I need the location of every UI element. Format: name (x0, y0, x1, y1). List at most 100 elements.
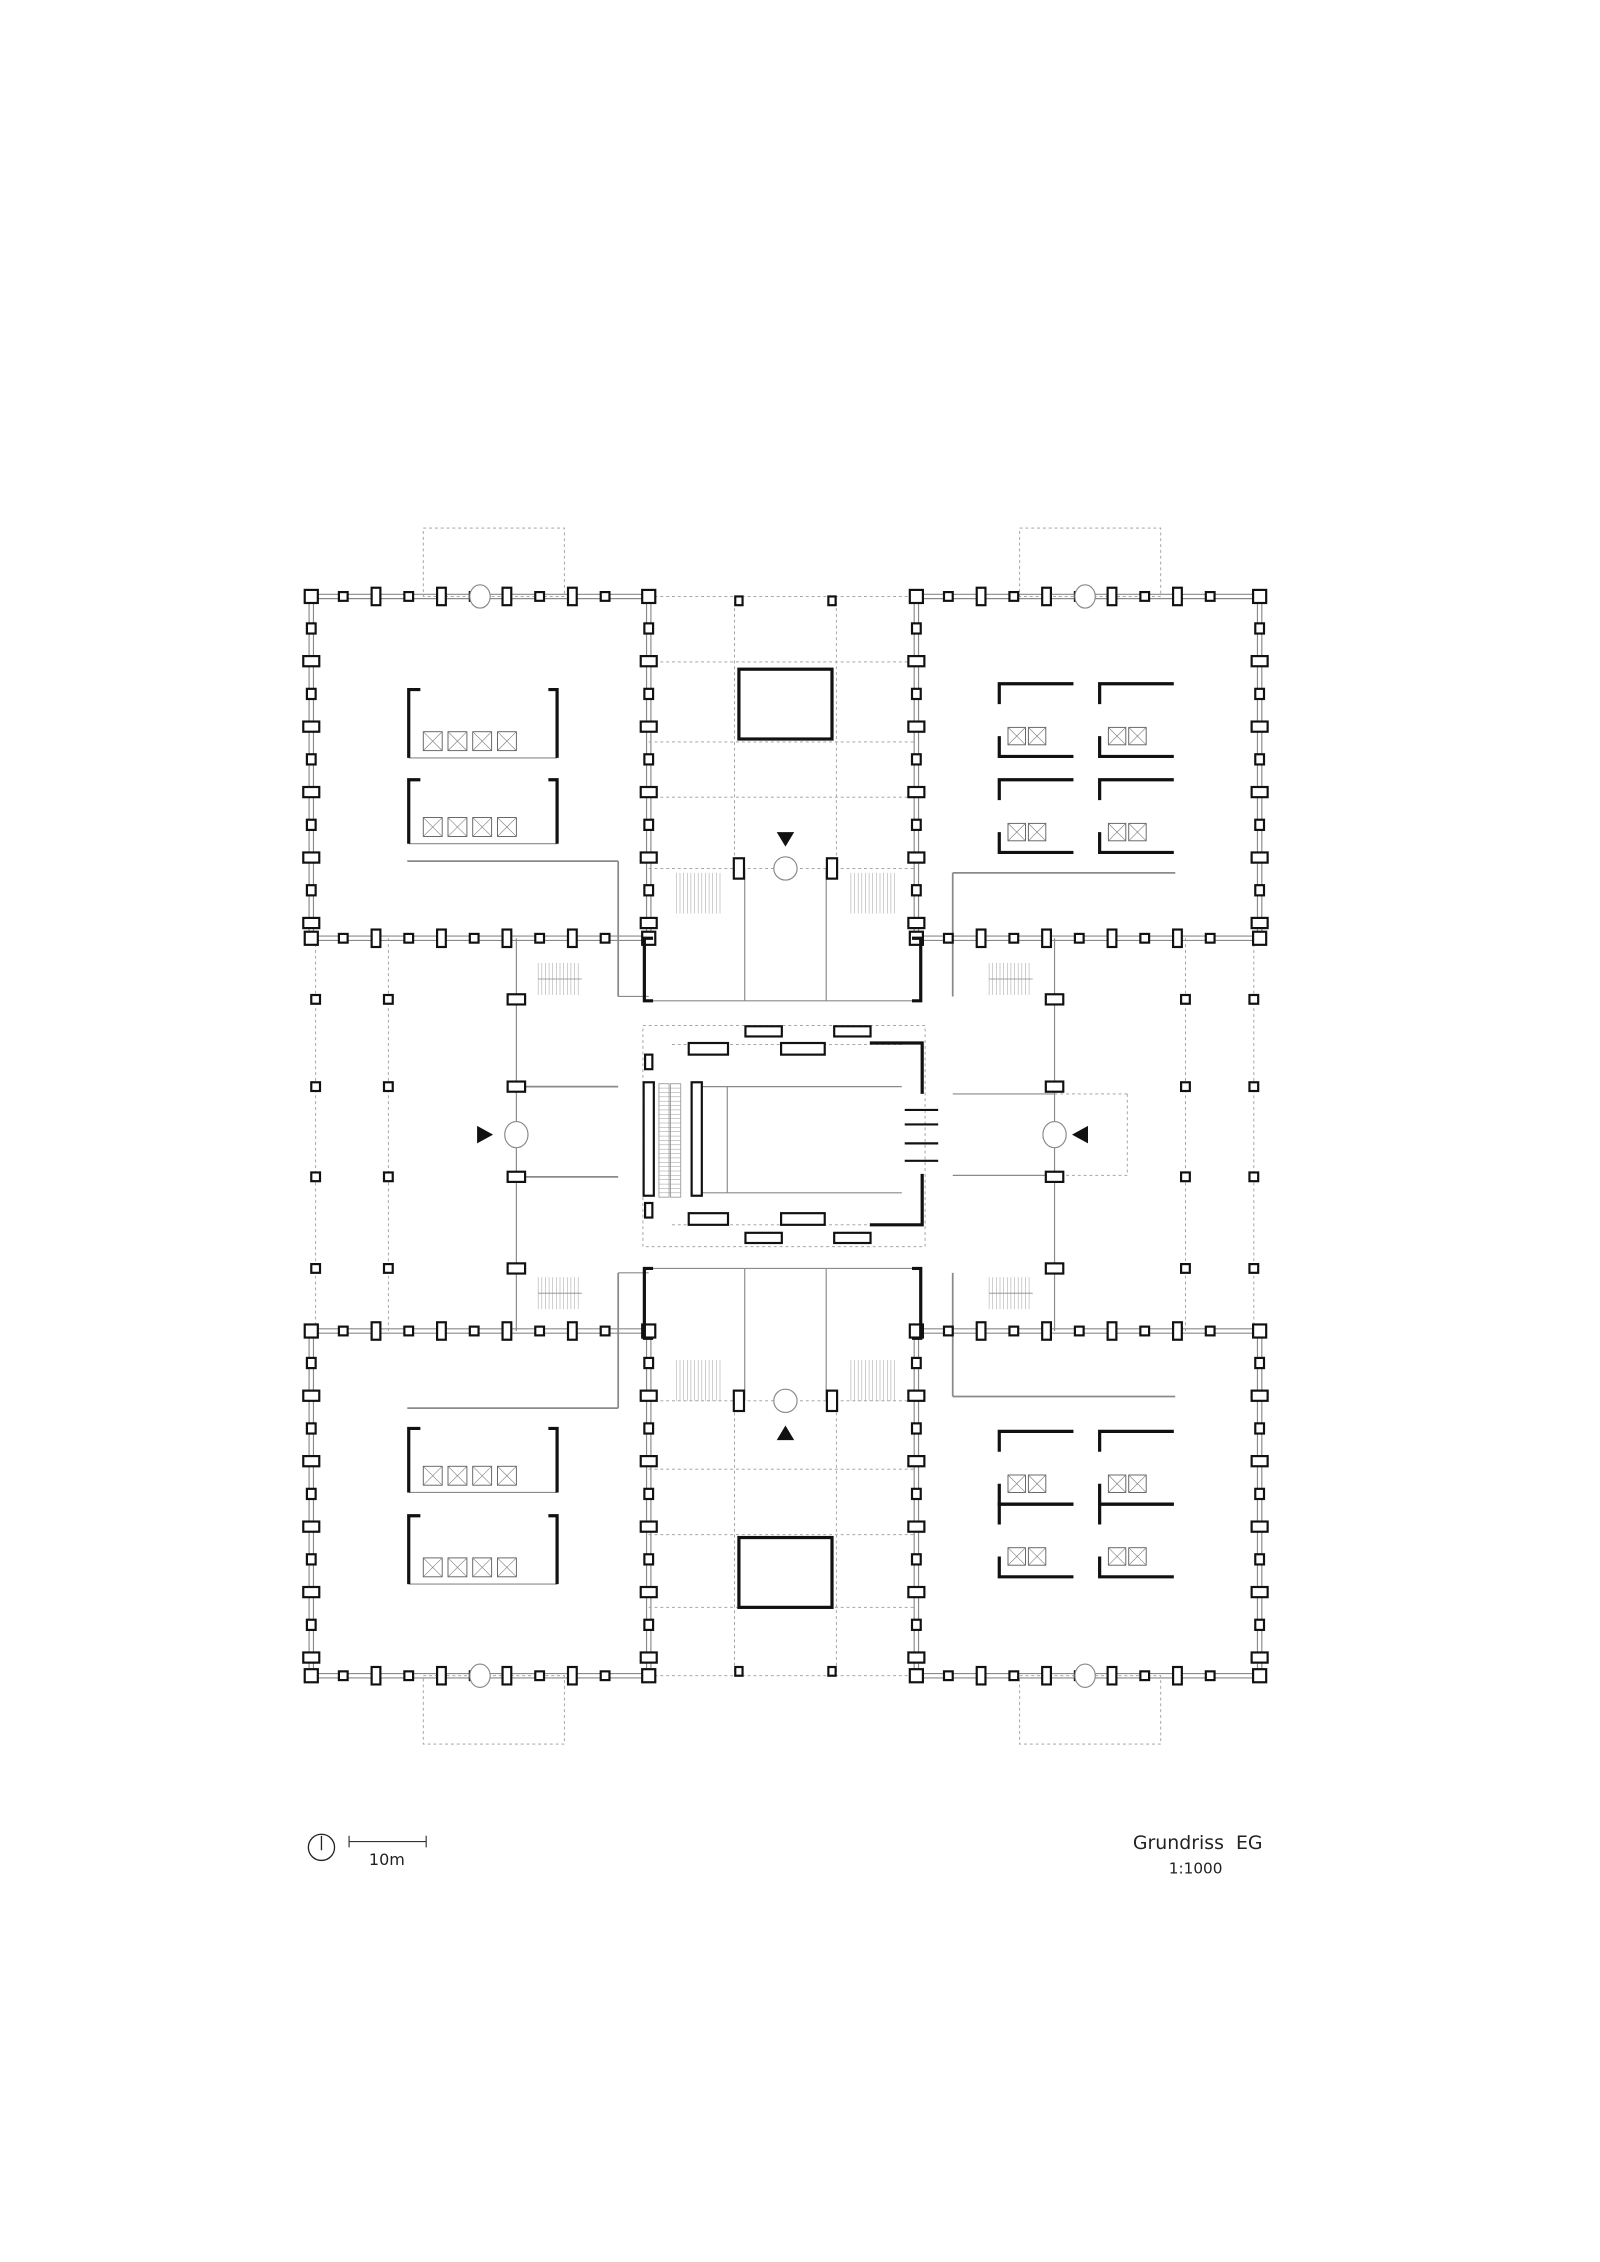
elevator-cross (447, 1557, 468, 1578)
pier (403, 1670, 415, 1682)
pier (599, 1670, 611, 1682)
core-wall (997, 1429, 1074, 1452)
pier (337, 1325, 349, 1337)
pier (1106, 928, 1118, 949)
pier (910, 1356, 922, 1370)
corner-pier (303, 930, 319, 946)
corner-pier (1252, 588, 1268, 605)
pier (436, 928, 447, 949)
elevator-shaft (1128, 1547, 1147, 1566)
pier (310, 993, 322, 1005)
pier (305, 1618, 317, 1631)
canopy-outline (422, 1675, 565, 1745)
wall (642, 936, 654, 1003)
pier (975, 586, 987, 607)
pier (305, 753, 317, 766)
core-wall (1098, 682, 1174, 705)
structural-piers (302, 586, 1269, 1686)
elevator-shaft (447, 1465, 468, 1486)
pier (1139, 591, 1151, 602)
pier (1250, 1389, 1269, 1402)
pier (370, 1665, 382, 1686)
pier (1254, 818, 1266, 831)
elevator-shaft (1107, 1547, 1127, 1566)
core-wall (997, 682, 1074, 705)
pier (910, 818, 922, 831)
pier (1044, 993, 1065, 1006)
pier (1250, 720, 1269, 733)
elevator-cross (1007, 1547, 1026, 1566)
dashed-grid (315, 527, 1255, 1745)
pier (639, 785, 658, 799)
elevator-shaft (1107, 726, 1127, 746)
pier (907, 851, 926, 864)
entrance-arrow-icon (1072, 1125, 1088, 1144)
hall-pier (644, 1201, 654, 1219)
pier (501, 1665, 513, 1686)
pier (1139, 1325, 1151, 1337)
pier (907, 1585, 926, 1599)
pier (907, 785, 926, 799)
pier (566, 1321, 578, 1341)
entrance-arrow-icon (477, 1125, 494, 1144)
pier (436, 586, 447, 607)
corner-pier (1252, 930, 1268, 946)
pier (337, 932, 349, 944)
pier (302, 785, 321, 799)
pier (1204, 1670, 1216, 1682)
elevator-shaft (1007, 822, 1026, 842)
revolving-door (773, 1388, 798, 1414)
pier (310, 1263, 322, 1274)
pier (1254, 1553, 1266, 1566)
pier (1180, 1171, 1191, 1183)
pier (302, 720, 321, 733)
pier (436, 1665, 447, 1686)
elevator-shaft (497, 817, 517, 837)
pier (639, 1455, 658, 1468)
pier (1041, 928, 1052, 949)
pier (382, 1263, 394, 1274)
pier (1180, 993, 1191, 1005)
pier (403, 932, 415, 944)
core-wall (1098, 778, 1174, 801)
pier (501, 586, 513, 607)
elevator-shaft (422, 1557, 443, 1578)
pier (910, 622, 922, 635)
pier (1139, 932, 1151, 944)
pier (1204, 591, 1216, 602)
pier (827, 595, 837, 607)
pier (643, 1356, 655, 1370)
pier (403, 1325, 415, 1337)
corner-pier (303, 1668, 319, 1684)
pier (1248, 1171, 1260, 1183)
pier (643, 622, 655, 635)
pier (534, 591, 546, 602)
pier (639, 1585, 658, 1599)
north-arrow-icon (307, 1833, 336, 1862)
escalator (670, 1083, 682, 1198)
hall-pier (833, 1231, 872, 1245)
pier (1172, 1321, 1183, 1341)
elevator-cross (1028, 823, 1047, 842)
legend: 10m Grundriss EG 1:1000 (307, 1832, 1263, 1878)
corner-pier (303, 588, 319, 605)
pier (599, 932, 611, 944)
pier (639, 851, 658, 864)
pier (1008, 1670, 1020, 1682)
core-wall (1098, 832, 1174, 855)
elevator-cross (1007, 727, 1026, 746)
corner-pier (641, 1668, 657, 1684)
pier (639, 720, 658, 733)
pier (566, 928, 578, 949)
core-wall (548, 1514, 559, 1585)
revolving-door (504, 1120, 529, 1149)
pier (907, 1389, 926, 1402)
pier (1250, 785, 1269, 799)
elevator-cross (1028, 727, 1047, 746)
elevator-shaft (497, 731, 517, 752)
pier (1008, 1325, 1020, 1337)
pier (734, 595, 744, 607)
pier (1254, 687, 1266, 701)
pier (1041, 1665, 1052, 1686)
